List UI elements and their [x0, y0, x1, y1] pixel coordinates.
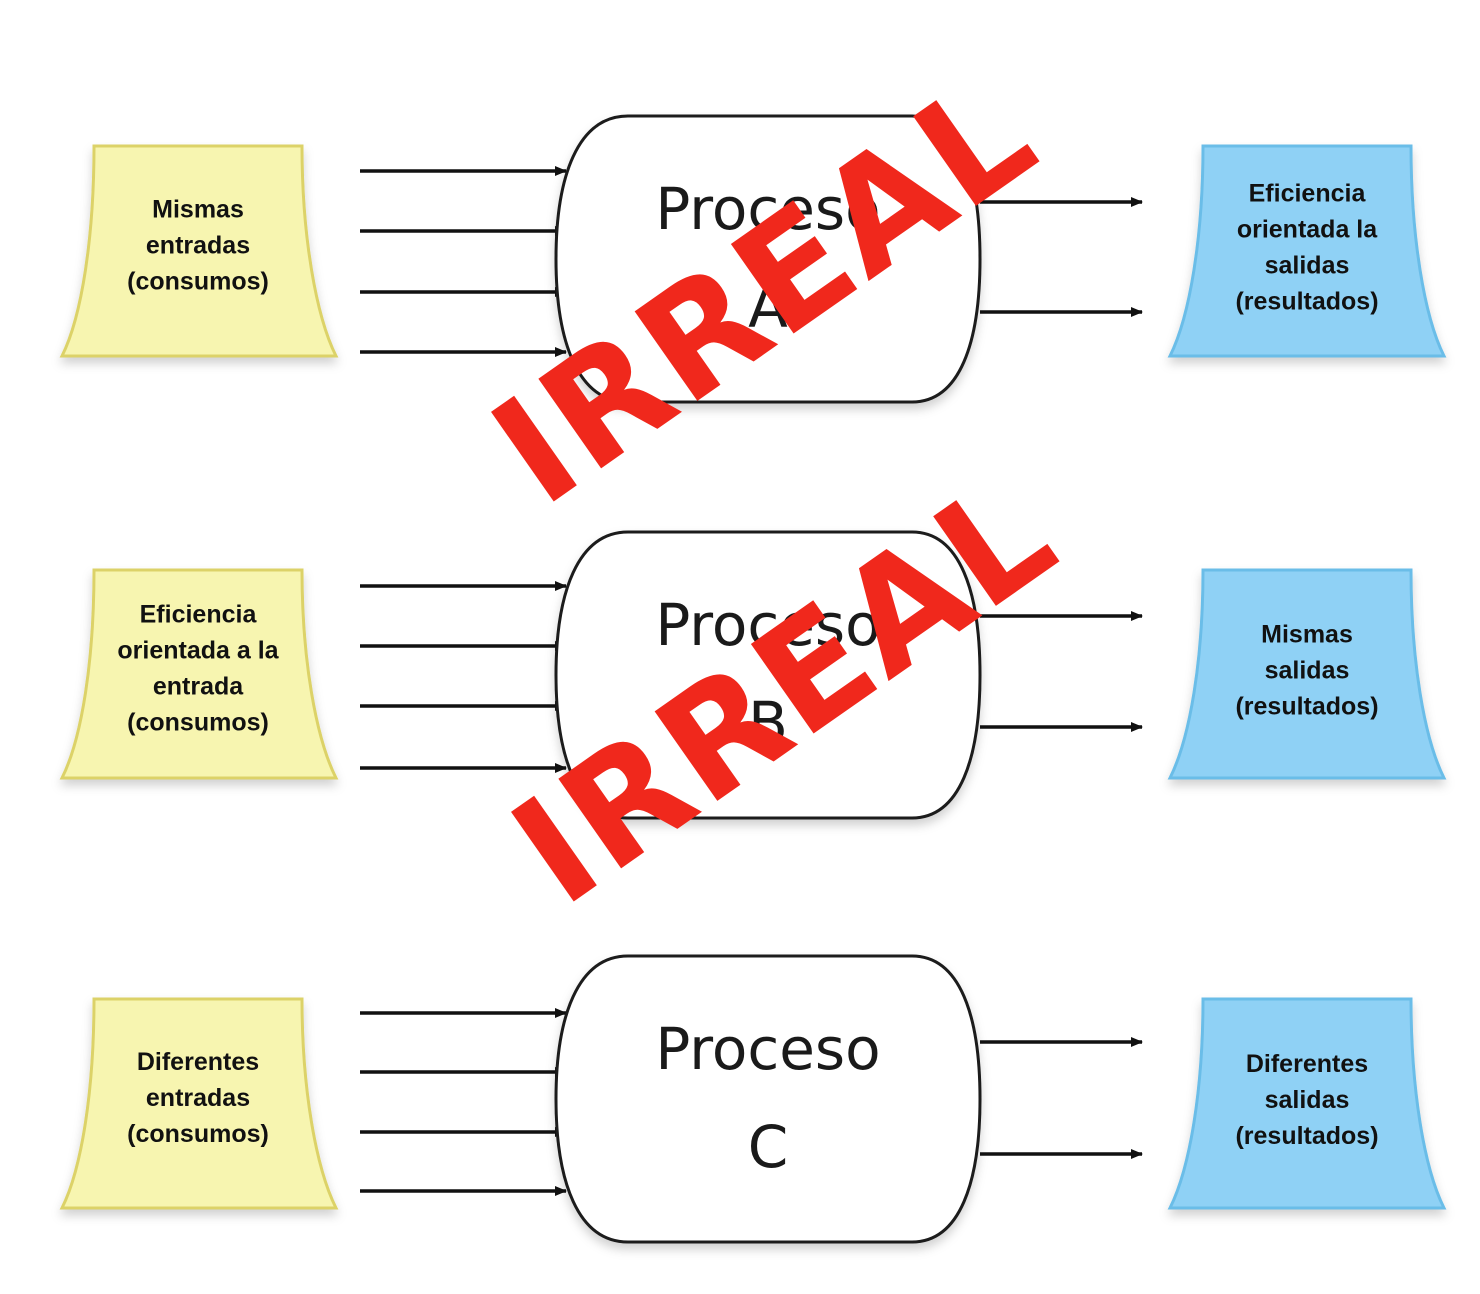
- input-label-line: (consumos): [127, 1120, 269, 1148]
- output-box: [1167, 568, 1447, 780]
- output-label-line: (resultados): [1235, 693, 1378, 721]
- input-label-line: (consumos): [127, 709, 269, 737]
- output-label-line: (resultados): [1235, 288, 1378, 316]
- input-label-line: entradas: [146, 232, 250, 260]
- input-box: [59, 144, 339, 358]
- input-label-line: entrada: [153, 673, 244, 701]
- process-letter: A: [748, 273, 788, 341]
- process-letter: B: [748, 689, 788, 757]
- output-label-line: salidas: [1265, 1086, 1350, 1114]
- input-label-line: Eficiencia: [140, 601, 258, 629]
- process-box: [554, 530, 982, 820]
- output-label-line: orientada la: [1237, 216, 1378, 244]
- input-box: [59, 997, 339, 1210]
- output-label-line: (resultados): [1235, 1122, 1378, 1150]
- input-label-line: Diferentes: [137, 1048, 259, 1076]
- input-label-line: orientada a la: [117, 637, 279, 665]
- input-label-line: (consumos): [127, 268, 269, 296]
- process-title: Proceso: [655, 1015, 880, 1083]
- process-box: [554, 114, 982, 404]
- output-label-line: salidas: [1265, 252, 1350, 280]
- input-label-line: entradas: [146, 1084, 250, 1112]
- output-label-line: Mismas: [1261, 621, 1353, 649]
- input-box: [59, 568, 339, 780]
- output-label-line: Eficiencia: [1249, 180, 1367, 208]
- process-letter: C: [748, 1113, 789, 1181]
- output-box: [1167, 144, 1447, 358]
- process-title: Proceso: [655, 591, 880, 659]
- output-label-line: Diferentes: [1246, 1050, 1368, 1078]
- process-title: Proceso: [655, 175, 880, 243]
- output-label-line: salidas: [1265, 657, 1350, 685]
- output-box: [1167, 997, 1447, 1210]
- input-label-line: Mismas: [152, 196, 244, 224]
- process-row: Diferentes entradas (consumos) Diferentes sa…: [59, 954, 1447, 1244]
- process-row: Eficiencia orientada a la entrada (consumos…: [59, 530, 1447, 820]
- process-row: Mismas entradas (consumos) Eficiencia orient…: [59, 114, 1447, 404]
- process-box: [554, 954, 982, 1244]
